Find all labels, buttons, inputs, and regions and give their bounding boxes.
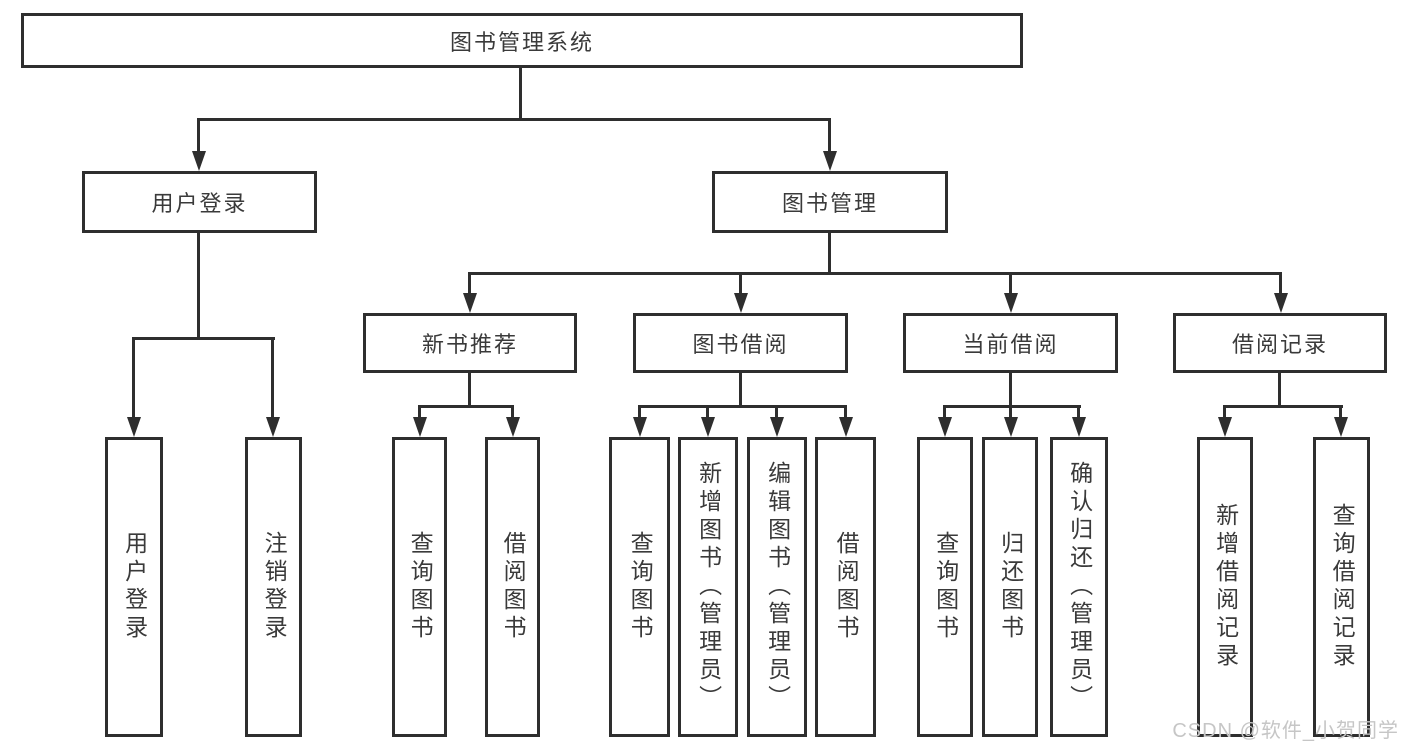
arrow-down-icon <box>770 417 784 437</box>
leaf-label: 确认归还（管理员） <box>1066 461 1093 713</box>
node-label: 图书管理 <box>781 191 878 216</box>
node-book-borrowing: 图书借阅 <box>633 313 848 373</box>
connector-line <box>519 68 522 121</box>
leaf-label: 用户登录 <box>121 531 148 643</box>
node-borrowing-records: 借阅记录 <box>1173 313 1387 373</box>
leaf-confirm-return-admin: 确认归还（管理员） <box>1050 437 1108 737</box>
arrow-down-icon <box>1072 417 1086 437</box>
node-label: 新书推荐 <box>421 332 518 357</box>
leaf-label: 归还图书 <box>997 531 1024 643</box>
connector-line <box>197 118 200 154</box>
node-library-management-system: 图书管理系统 <box>21 13 1023 68</box>
connector-line <box>1223 405 1343 408</box>
arrow-down-icon <box>266 417 280 437</box>
node-current-borrowing: 当前借阅 <box>903 313 1118 373</box>
connector-line <box>1279 272 1282 295</box>
leaf-edit-book-admin: 编辑图书（管理员） <box>747 437 807 737</box>
connector-line <box>1009 272 1012 295</box>
leaf-label: 借阅图书 <box>500 531 527 643</box>
leaf-label: 借阅图书 <box>833 531 860 643</box>
connector-line <box>828 118 831 154</box>
arrow-down-icon <box>192 151 206 171</box>
arrow-down-icon <box>127 417 141 437</box>
connector-line <box>197 233 200 340</box>
connector-line <box>638 405 641 419</box>
arrow-down-icon <box>1334 417 1348 437</box>
connector-line <box>1278 373 1281 408</box>
arrow-down-icon <box>413 417 427 437</box>
node-new-book-recommendation: 新书推荐 <box>363 313 577 373</box>
leaf-add-borrow-record: 新增借阅记录 <box>1197 437 1253 737</box>
connector-line <box>1223 405 1226 419</box>
connector-line <box>468 272 471 295</box>
leaf-query-borrow-record: 查询借阅记录 <box>1313 437 1370 737</box>
leaf-label: 查询图书 <box>407 531 434 643</box>
leaf-borrow-books-borrowing: 借阅图书 <box>815 437 876 737</box>
connector-line <box>132 337 135 419</box>
leaf-logout: 注销登录 <box>245 437 302 737</box>
arrow-down-icon <box>633 417 647 437</box>
arrow-down-icon <box>839 417 853 437</box>
connector-line <box>468 272 1282 275</box>
leaf-add-book-admin: 新增图书（管理员） <box>678 437 738 737</box>
node-label: 当前借阅 <box>962 332 1059 357</box>
connector-line <box>1009 373 1012 408</box>
leaf-user-login: 用户登录 <box>105 437 163 737</box>
leaf-query-books-borrowing: 查询图书 <box>609 437 670 737</box>
arrow-down-icon <box>734 293 748 313</box>
connector-line <box>132 337 275 340</box>
arrow-down-icon <box>701 417 715 437</box>
leaf-label: 编辑图书（管理员） <box>764 461 791 713</box>
arrow-down-icon <box>1004 417 1018 437</box>
connector-line <box>739 373 742 408</box>
csdn-watermark: CSDN @软件_小贺同学 <box>1172 720 1399 742</box>
connector-line <box>418 405 514 408</box>
leaf-label: 查询图书 <box>627 531 654 643</box>
node-label: 用户登录 <box>151 191 248 216</box>
connector-line <box>943 405 946 419</box>
connector-line <box>844 405 847 419</box>
leaf-label: 查询图书 <box>932 531 959 643</box>
connector-line <box>1339 405 1342 419</box>
connector-line <box>775 405 778 419</box>
connector-line <box>1009 405 1012 419</box>
connector-line <box>943 405 1081 408</box>
leaf-label: 注销登录 <box>261 531 288 643</box>
leaf-label: 新增借阅记录 <box>1212 503 1239 671</box>
leaf-label: 查询借阅记录 <box>1329 503 1356 671</box>
connector-line <box>638 405 847 408</box>
connector-line <box>271 337 274 419</box>
connector-line <box>1077 405 1080 419</box>
leaf-query-books-current: 查询图书 <box>917 437 973 737</box>
arrow-down-icon <box>463 293 477 313</box>
connector-line <box>739 272 742 295</box>
node-label: 图书借阅 <box>692 332 789 357</box>
leaf-label: 新增图书（管理员） <box>695 461 722 713</box>
connector-line <box>468 373 471 408</box>
arrow-down-icon <box>506 417 520 437</box>
arrow-down-icon <box>938 417 952 437</box>
node-label: 图书管理系统 <box>449 29 594 55</box>
connector-line <box>198 118 831 121</box>
arrow-down-icon <box>823 151 837 171</box>
leaf-borrow-books-recommend: 借阅图书 <box>485 437 540 737</box>
leaf-query-books-recommend: 查询图书 <box>392 437 447 737</box>
arrow-down-icon <box>1274 293 1288 313</box>
arrow-down-icon <box>1218 417 1232 437</box>
leaf-return-book: 归还图书 <box>982 437 1038 737</box>
node-label: 借阅记录 <box>1231 332 1328 357</box>
connector-line <box>706 405 709 419</box>
arrow-down-icon <box>1004 293 1018 313</box>
connector-line <box>418 405 421 419</box>
connector-line <box>828 233 831 275</box>
connector-line <box>511 405 514 419</box>
node-user-login: 用户登录 <box>82 171 317 233</box>
node-book-management: 图书管理 <box>712 171 948 233</box>
